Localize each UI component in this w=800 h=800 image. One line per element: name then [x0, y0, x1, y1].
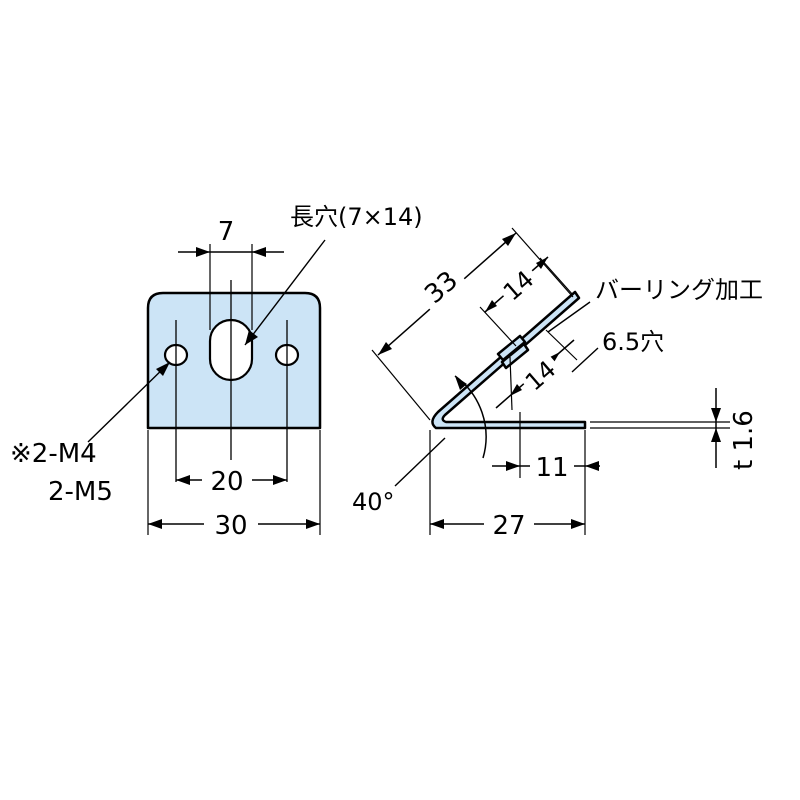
arrow-30-right: [306, 519, 320, 529]
dim-thickness: t 1.6: [729, 410, 759, 470]
arrow-11-left: [506, 461, 520, 471]
hole-label: 6.5穴: [602, 328, 664, 356]
burring-collar-2: [500, 342, 530, 370]
angle-arrow: [455, 376, 467, 390]
arrow-t-bottom: [711, 428, 721, 442]
arrow-20-right: [273, 475, 287, 485]
ext-14l-b: [545, 329, 578, 361]
hole-leader: [571, 347, 599, 373]
dim-upper-14: 14: [498, 265, 539, 306]
arrow-33-b: [502, 233, 516, 246]
dim-angle: 40°: [352, 488, 395, 516]
arrow-14u-a: [485, 300, 497, 312]
slot-label: 長穴(7×14): [290, 203, 423, 231]
thread-label-m5: 2-M5: [48, 477, 113, 507]
ext-14u-a: [479, 306, 517, 347]
arrow-t-top: [711, 408, 721, 422]
ext-33-bottom: [371, 349, 431, 421]
front-view: 7 20 30 長穴(7×14) ※2-M4 2-M5: [10, 203, 423, 541]
bracket-profile: [431, 290, 587, 430]
slot-leader-arrow: [245, 330, 258, 345]
arrow-11-right: [585, 461, 599, 471]
dim-hole-pitch: 20: [210, 467, 243, 497]
arrow-7-left: [196, 247, 210, 257]
side-view: 33 14 14 バーリング加工 6.5穴 40°: [352, 227, 763, 541]
arrow-7-right: [252, 247, 266, 257]
thread-label-m4: ※2-M4: [10, 439, 97, 469]
arrow-14u-b: [536, 257, 548, 269]
thread-leader-arrow: [156, 362, 170, 376]
dim-width: 30: [214, 511, 247, 541]
angle-leader: [394, 437, 446, 487]
arrow-30-left: [148, 519, 162, 529]
burring-leader: [547, 301, 591, 333]
slot-leader: [244, 239, 326, 346]
dim-11: 11: [535, 453, 568, 483]
arrow-20-left: [176, 475, 190, 485]
ext-14l-a: [509, 356, 513, 411]
dim-slot-width: 7: [218, 217, 235, 247]
thread-leader: [87, 361, 171, 443]
dim-base: 27: [492, 511, 525, 541]
arrow-33-a: [378, 342, 392, 355]
arrow-27-right: [571, 519, 585, 529]
arrow-14l-a: [510, 384, 522, 396]
ext-14u-b: [539, 257, 574, 296]
dim-lower-14: 14: [520, 355, 561, 396]
arrow-27-left: [430, 519, 444, 529]
burring-label: バーリング加工: [595, 276, 763, 304]
